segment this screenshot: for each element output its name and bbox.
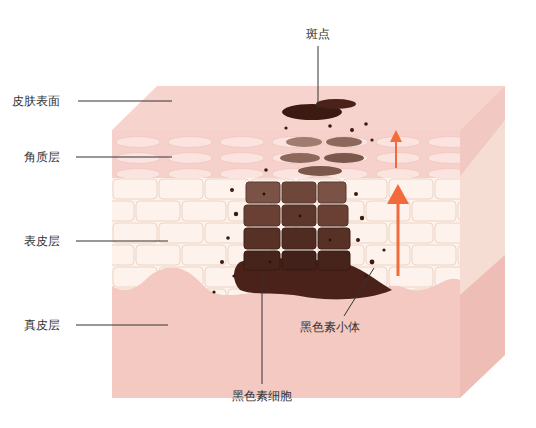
layer-label: 表皮层	[24, 234, 60, 248]
side-face	[460, 86, 505, 398]
side-epidermis	[460, 120, 505, 295]
melanosome-dots	[212, 122, 385, 293]
skin-surface	[112, 86, 505, 130]
upward-arrows	[387, 130, 409, 276]
layer-label: 角质层	[24, 150, 60, 164]
leader-lines	[76, 46, 374, 384]
epidermis-cells	[112, 178, 460, 300]
corneum-band	[112, 130, 460, 178]
spot-label: 斑点	[306, 27, 330, 41]
corneum-cells	[112, 134, 460, 178]
layer-label: 皮肤表面	[12, 94, 60, 108]
dermis	[112, 130, 460, 398]
part-label: 黑色素细胞	[232, 389, 292, 403]
part-label: 黑色素小体	[300, 320, 360, 334]
layer-label: 真皮层	[24, 318, 60, 332]
epidermis-ground	[112, 178, 460, 300]
spot	[316, 99, 356, 109]
pigmented-corneum	[280, 137, 364, 176]
pigmented-cells	[244, 182, 350, 270]
